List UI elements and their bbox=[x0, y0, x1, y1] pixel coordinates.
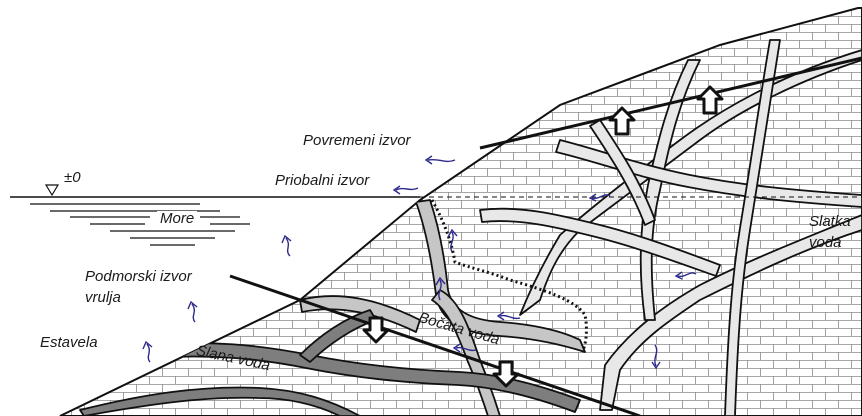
fresh-water-label-line2: voda bbox=[809, 235, 842, 250]
estavelle-label: Estavela bbox=[40, 335, 98, 350]
fresh-water-label-line1: Slatka bbox=[809, 214, 851, 229]
sea-level-label: ±0 bbox=[64, 170, 81, 185]
submarine-spring-label-line1: Podmorski izvor bbox=[85, 269, 192, 284]
sea-level-marker bbox=[46, 185, 58, 195]
intermittent-spring-label: Povremeni izvor bbox=[303, 133, 411, 148]
sea-label: More bbox=[157, 211, 197, 226]
coastal-spring-label: Priobalni izvor bbox=[275, 173, 369, 188]
submarine-spring-label-line2: vrulja bbox=[85, 290, 121, 305]
sea-hatching bbox=[30, 204, 250, 245]
